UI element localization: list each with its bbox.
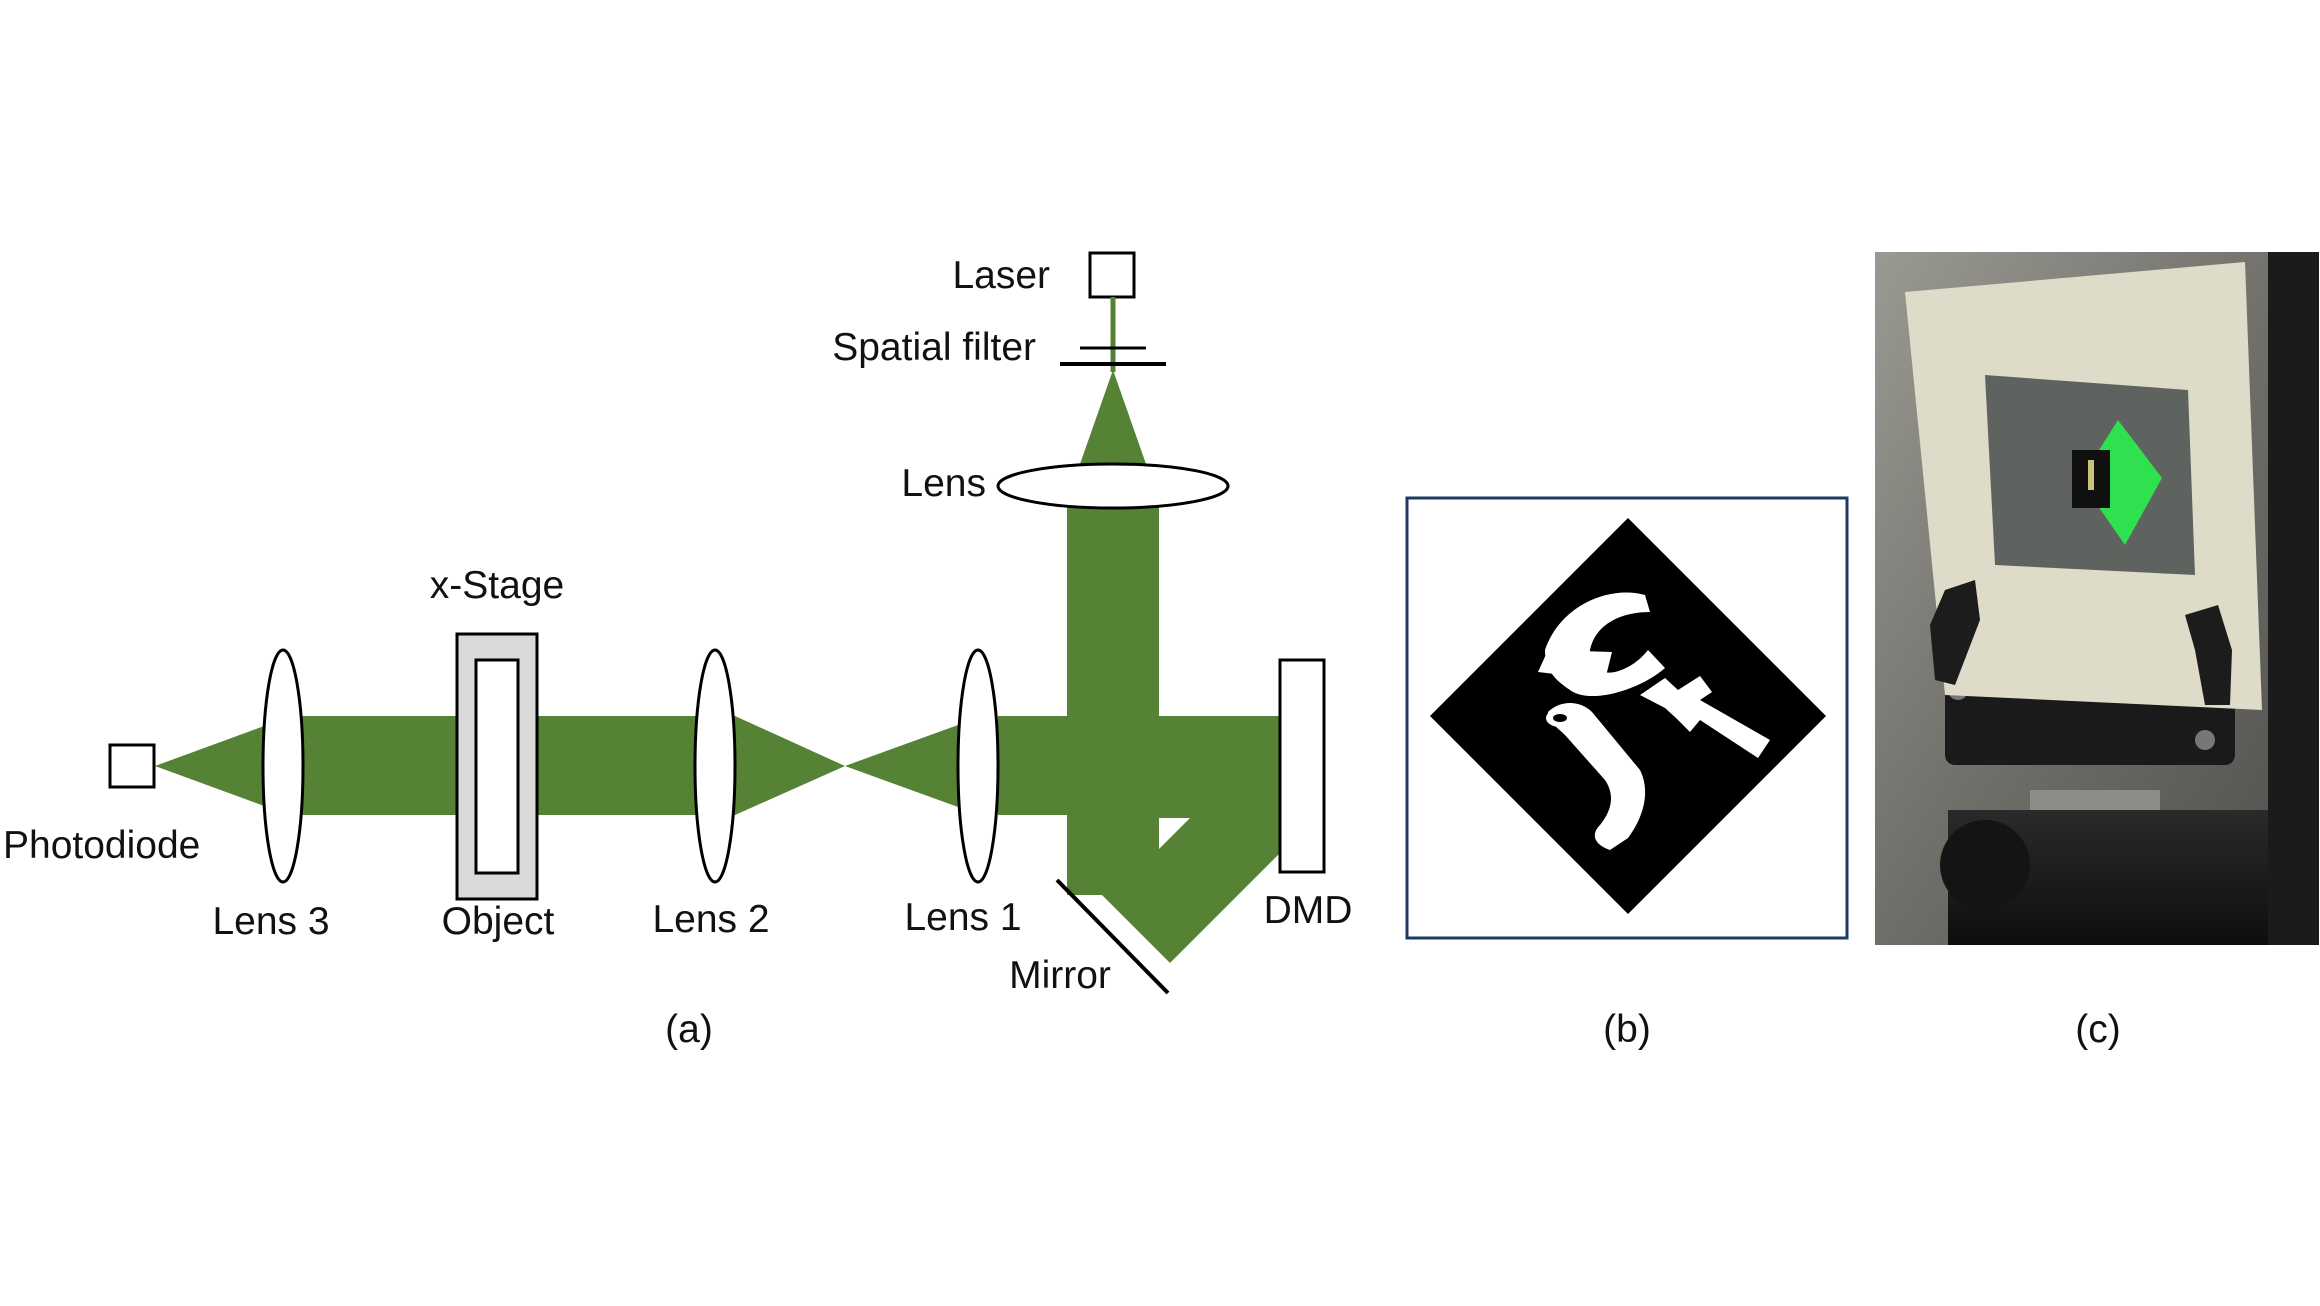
label-spatial-filter: Spatial filter [832,326,1036,369]
label-lens2: Lens 2 [652,898,769,941]
photodiode [108,743,156,789]
beam-cone-photodiode [155,722,275,810]
pattern-glyph-eye-inner [1553,714,1567,722]
photo-clip-left [1930,580,1980,685]
beam-lens1-dmd [998,716,1067,815]
panel-c-photo: (c) [1875,252,2319,1051]
caption-c: (c) [2075,1008,2120,1051]
beam-gap [1159,818,1190,849]
caption-b: (b) [1603,1008,1651,1051]
label-lens: Lens [901,462,986,505]
label-lens3: Lens 3 [212,900,329,943]
panel-b-pattern: (b) [1405,496,1849,1051]
beam-cone-source [1080,370,1146,464]
label-mirror: Mirror [1009,954,1111,997]
label-laser: Laser [952,254,1050,297]
label-x-stage: x-Stage [430,564,564,607]
lens-3 [261,648,305,884]
mirror [1055,878,1170,995]
photo-knob [1940,820,2030,910]
lens-1 [956,648,1000,884]
beam-cone-lens1 [845,725,958,807]
photo-pattern-mark [2088,460,2094,490]
label-photodiode: Photodiode [3,824,200,867]
label-object: Object [442,900,555,943]
label-lens1: Lens 1 [904,896,1021,939]
pattern-glyph-j [1548,703,1646,850]
photo-screw-right [2195,730,2215,750]
pattern-diamond [1430,518,1826,914]
laser-source [1088,251,1136,299]
lens-2 [693,648,737,884]
label-dmd: DMD [1264,889,1353,932]
dmd [1278,658,1326,874]
beam-diagonal [1067,780,1280,963]
lens-collimator [996,462,1230,510]
pattern-glyph-t [1640,676,1770,758]
panel-a-setup: Laser Spatial filter Lens x-Stage Photod… [3,251,1353,1051]
photo-clip-right [2185,605,2232,705]
pattern-glyph-bar [1538,650,1612,680]
beam-cone-lens2 [735,716,845,815]
caption-a: (a) [665,1008,713,1051]
object-slide [474,658,520,875]
photo-post [2268,252,2319,945]
